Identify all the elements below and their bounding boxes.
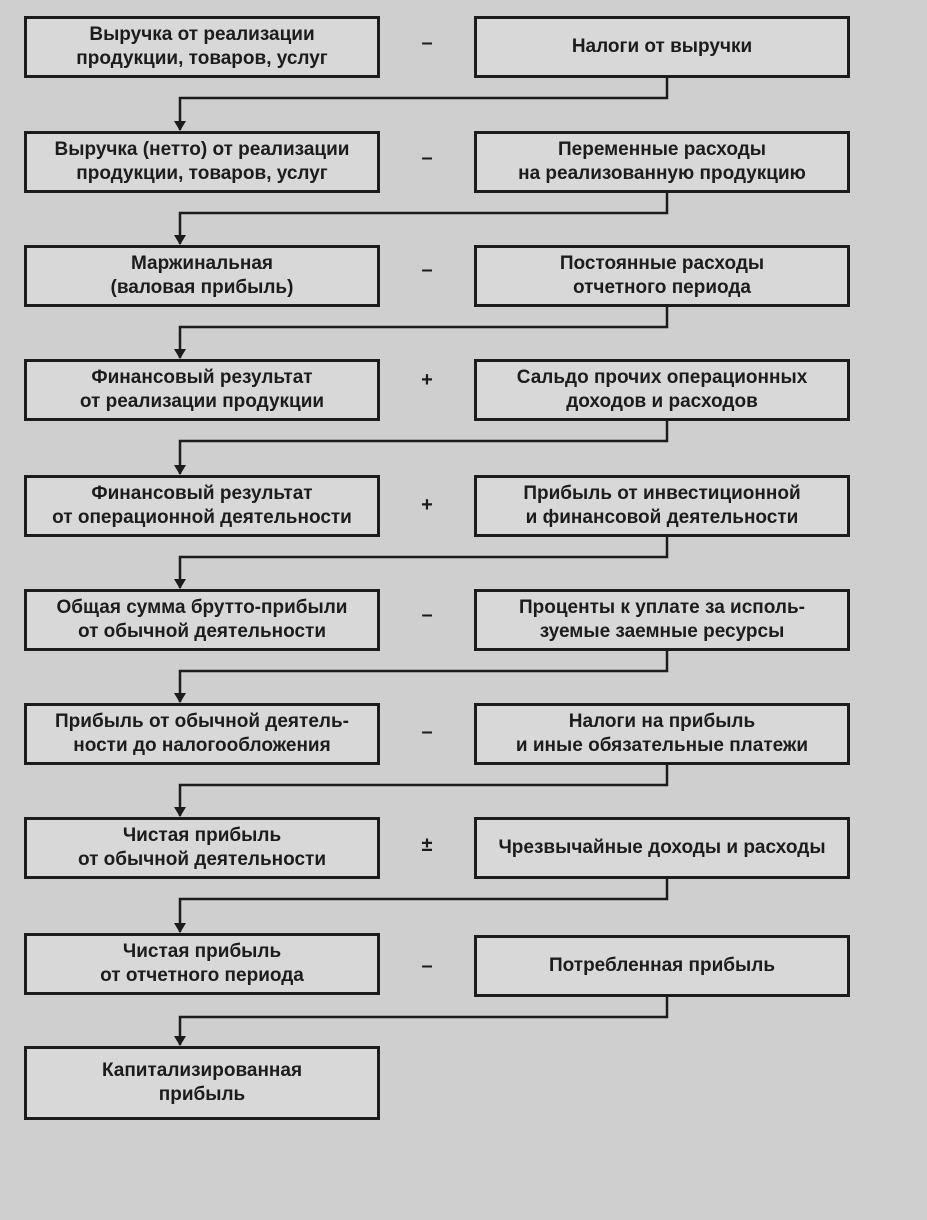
operator-7: –: [421, 721, 433, 743]
right-box-9-text: Потребленная прибыль: [548, 955, 776, 976]
left-box-1-text: Выручка от реализации продукции, товаров…: [76, 24, 328, 69]
right-box-7: Налоги на прибыль и иные обязательные пл…: [474, 703, 850, 765]
left-box-5-text: Финансовый результат от операционной дея…: [52, 483, 352, 528]
right-box-4-text: Сальдо прочих операционных доходов и рас…: [516, 367, 808, 412]
right-box-2-text: Переменные расходы на реализованную прод…: [518, 139, 806, 184]
left-box-4-text: Финансовый результат от реализации проду…: [79, 367, 325, 412]
left-box-5: Финансовый результат от операционной дея…: [24, 475, 380, 537]
operator-9: –: [421, 955, 433, 977]
connector-arrow-1: [174, 78, 669, 131]
right-box-4: Сальдо прочих операционных доходов и рас…: [474, 359, 850, 421]
right-box-6-text: Проценты к уплате за исполь- зуемые заем…: [519, 597, 805, 642]
operator-2: –: [421, 147, 433, 169]
connector-arrow-5: [174, 537, 669, 589]
right-box-7-text: Налоги на прибыль и иные обязательные пл…: [515, 711, 809, 756]
right-box-8: Чрезвычайные доходы и расходы: [474, 817, 850, 879]
left-box-2-text: Выручка (нетто) от реализации продукции,…: [54, 139, 350, 184]
left-box-3: Маржинальная (валовая прибыль): [24, 245, 380, 307]
left-box-3-text: Маржинальная (валовая прибыль): [110, 253, 294, 298]
left-box-8-text: Чистая прибыль от обычной деятельности: [77, 825, 327, 870]
right-box-1: Налоги от выручки: [474, 16, 850, 78]
left-box-9: Чистая прибыль от отчетного периода: [24, 933, 380, 995]
final-box: Капитализированная прибыль: [24, 1046, 380, 1120]
left-box-6: Общая сумма брутто-прибыли от обычной де…: [24, 589, 380, 651]
connector-arrow-6: [174, 651, 669, 703]
left-box-8: Чистая прибыль от обычной деятельности: [24, 817, 380, 879]
connector-arrow-4: [174, 421, 669, 475]
right-box-9: Потребленная прибыль: [474, 935, 850, 997]
final-box-text: Капитализированная прибыль: [101, 1060, 303, 1105]
left-box-7: Прибыль от обычной деятель- ности до нал…: [24, 703, 380, 765]
operator-3: –: [421, 259, 433, 281]
connector-arrow-8: [174, 879, 669, 933]
right-box-5: Прибыль от инвестиционной и финансовой д…: [474, 475, 850, 537]
operator-4: +: [421, 369, 433, 391]
right-box-2: Переменные расходы на реализованную прод…: [474, 131, 850, 193]
right-box-1-text: Налоги от выручки: [571, 36, 753, 57]
connector-arrow-2: [174, 193, 669, 245]
operator-8: ±: [421, 834, 433, 856]
connector-arrow-7: [174, 765, 669, 817]
left-box-1: Выручка от реализации продукции, товаров…: [24, 16, 380, 78]
connector-arrow-9: [174, 997, 669, 1046]
right-box-6: Проценты к уплате за исполь- зуемые заем…: [474, 589, 850, 651]
right-box-5-text: Прибыль от инвестиционной и финансовой д…: [523, 483, 801, 528]
connector-arrow-3: [174, 307, 669, 359]
operator-1: –: [421, 32, 433, 54]
left-box-2: Выручка (нетто) от реализации продукции,…: [24, 131, 380, 193]
left-box-6-text: Общая сумма брутто-прибыли от обычной де…: [56, 597, 348, 642]
right-box-3-text: Постоянные расходы отчетного периода: [559, 253, 765, 298]
left-box-9-text: Чистая прибыль от отчетного периода: [100, 941, 304, 986]
left-box-7-text: Прибыль от обычной деятель- ности до нал…: [55, 711, 349, 756]
operator-6: –: [421, 604, 433, 626]
left-box-4: Финансовый результат от реализации проду…: [24, 359, 380, 421]
right-box-8-text: Чрезвычайные доходы и расходы: [498, 837, 826, 858]
operator-5: +: [421, 494, 433, 516]
right-box-3: Постоянные расходы отчетного периода: [474, 245, 850, 307]
